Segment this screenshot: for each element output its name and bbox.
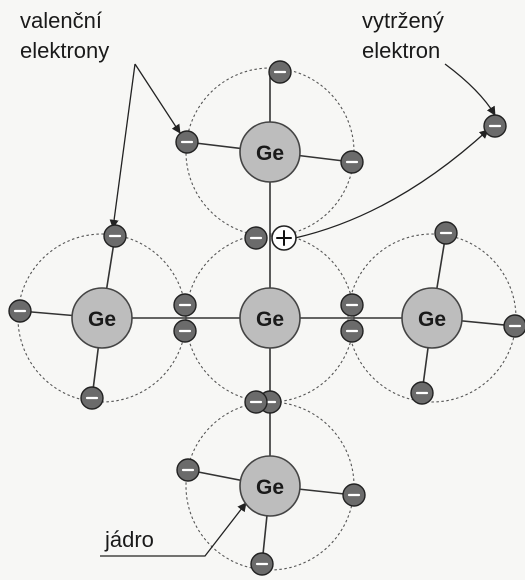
freed-electron-pointer <box>444 63 496 116</box>
freed-electron-label-line2: elektron <box>362 38 440 63</box>
electron <box>340 319 364 343</box>
electron <box>503 314 525 338</box>
electron <box>244 390 268 414</box>
electron <box>176 458 200 482</box>
electron <box>268 60 292 84</box>
valence-electrons-label-line2: elektrony <box>20 38 109 63</box>
electron <box>8 299 32 323</box>
atom-right-nucleus: Ge <box>401 287 463 349</box>
valence-pointer-1 <box>134 63 181 134</box>
electron <box>80 386 104 410</box>
freed-electron <box>483 114 507 138</box>
electron <box>410 381 434 405</box>
svg-text:Ge: Ge <box>418 308 446 331</box>
hole-symbol <box>271 225 297 251</box>
electron <box>342 483 366 507</box>
electron <box>173 319 197 343</box>
electron <box>250 552 274 576</box>
svg-text:Ge: Ge <box>88 308 116 331</box>
freed-electron-label-line1: vytržený <box>362 8 444 33</box>
electron <box>340 293 364 317</box>
atom-bottom-nucleus: Ge <box>239 455 301 517</box>
atom-left-nucleus: Ge <box>71 287 133 349</box>
electrons-group <box>8 60 525 576</box>
electron <box>434 221 458 245</box>
svg-text:Ge: Ge <box>256 142 284 165</box>
valence-pointer-2 <box>109 63 136 229</box>
electron <box>173 293 197 317</box>
atom-top-nucleus: Ge <box>239 121 301 183</box>
svg-text:Ge: Ge <box>256 476 284 499</box>
electron <box>340 150 364 174</box>
freed-electron-path-arrow <box>294 129 489 239</box>
valence-electrons-label-line1: valenční <box>20 8 102 33</box>
nucleus-pointer <box>100 502 247 557</box>
nucleus-label: jádro <box>104 527 154 552</box>
electron <box>244 226 268 250</box>
atom-center-nucleus: Ge <box>239 287 301 349</box>
electron <box>175 130 199 154</box>
svg-text:Ge: Ge <box>256 308 284 331</box>
electron <box>103 224 127 248</box>
